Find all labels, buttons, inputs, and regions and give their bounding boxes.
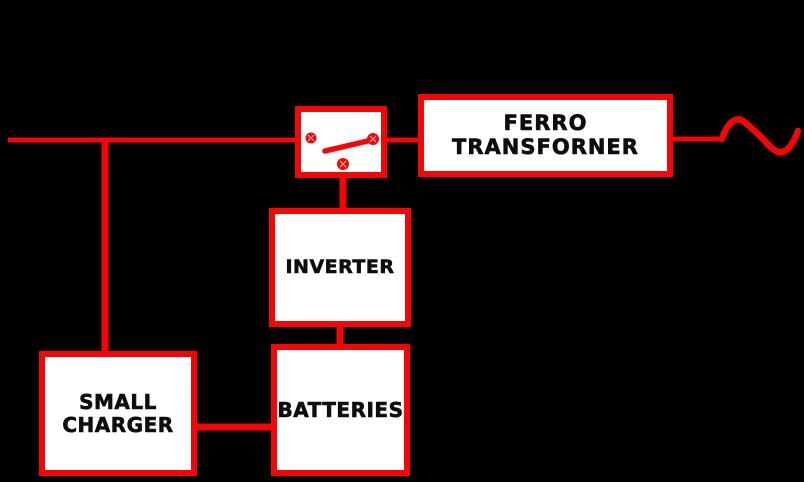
transfer-switch-box (295, 106, 387, 178)
ferro-transformer-box: FERRO TRANSFORNER (418, 94, 673, 177)
sine-wave-icon (718, 116, 802, 156)
inverter-label: INVERTER (285, 255, 395, 278)
batteries-box: BATTERIES (271, 344, 410, 476)
changeover-switch-icon (305, 132, 379, 170)
small-charger-label: SMALL CHARGER (62, 390, 174, 437)
inverter-box: INVERTER (269, 208, 411, 327)
small-charger-box: SMALL CHARGER (39, 351, 197, 476)
batteries-label: BATTERIES (277, 397, 404, 422)
ferro-transformer-label: FERRO TRANSFORNER (452, 110, 639, 159)
